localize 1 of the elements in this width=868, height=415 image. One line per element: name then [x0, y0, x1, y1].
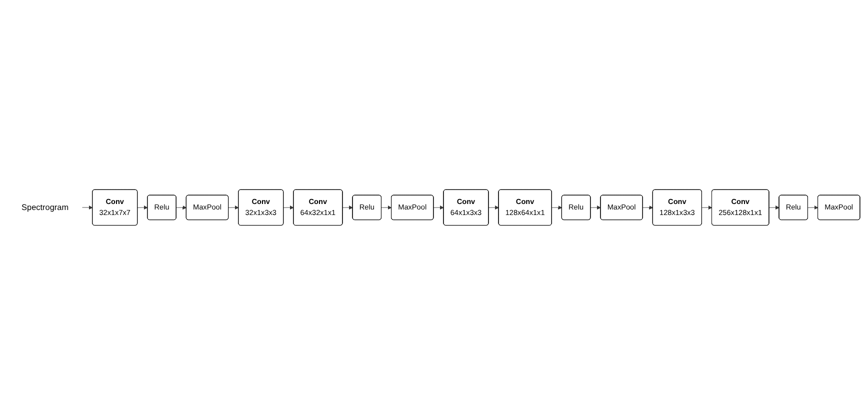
- node-text: Spectrogram: [22, 202, 69, 212]
